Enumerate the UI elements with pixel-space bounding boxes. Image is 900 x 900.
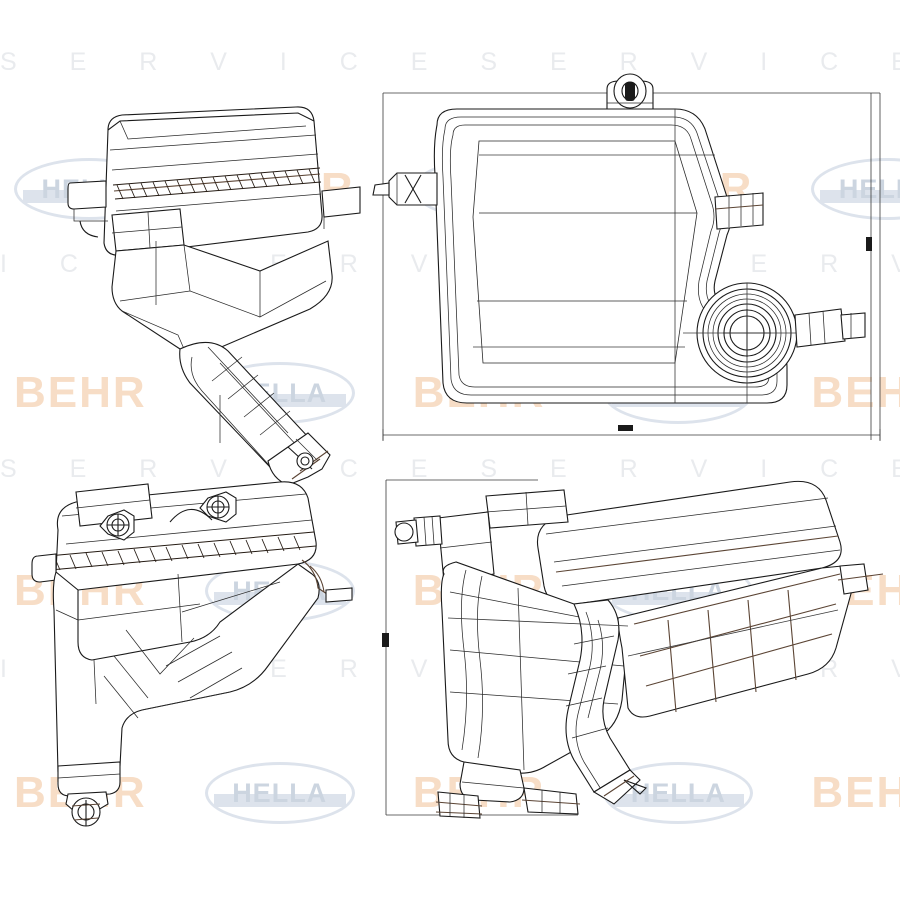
- watermark-row-service: S E R V I C E S E R V I C E S E R V I C …: [0, 48, 900, 77]
- view-bottom-left: [30, 470, 370, 827]
- view-top-left: [60, 95, 390, 486]
- dimension-frame: [382, 479, 578, 816]
- level-sensor-boss: [199, 491, 237, 523]
- watermark-service-text: S E R V I C E S E R V I C E S E R V I C …: [0, 48, 900, 76]
- view-bottom-right: [378, 470, 884, 830]
- concentric-cap-port: [683, 282, 811, 403]
- view-top-right: [372, 73, 890, 460]
- level-sensor-boss: [99, 509, 135, 541]
